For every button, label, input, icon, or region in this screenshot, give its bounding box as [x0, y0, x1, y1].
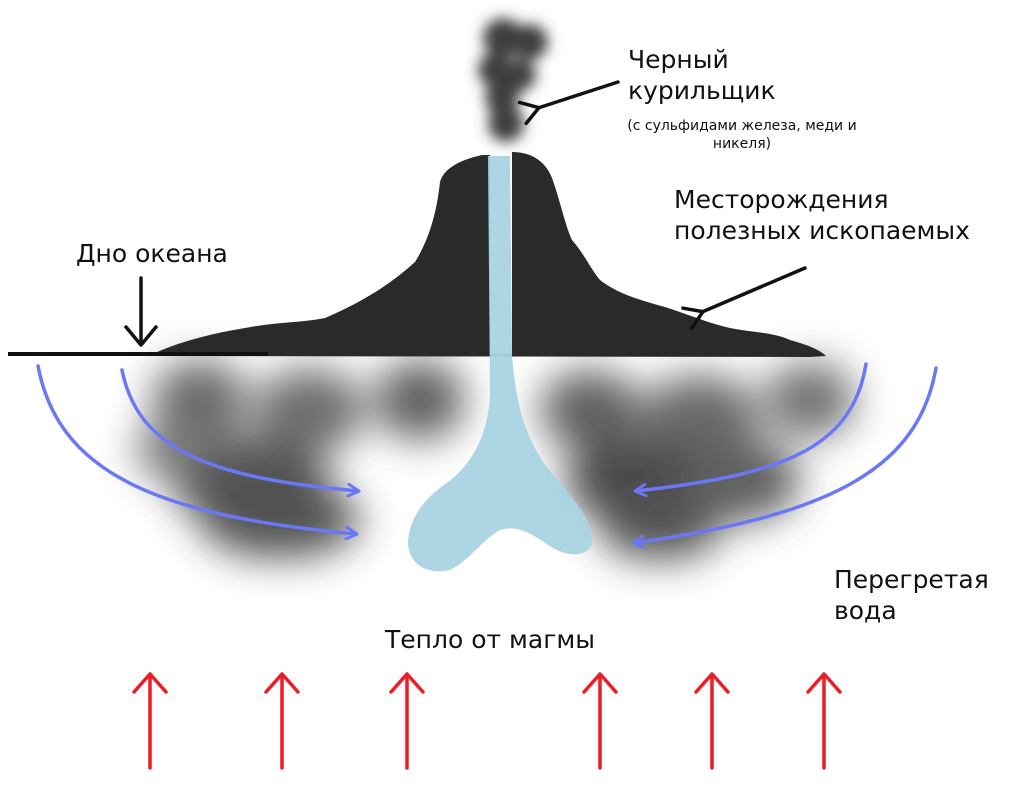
heat-arrow-head — [132, 672, 168, 694]
superheated-water-label-line2: вода — [834, 596, 897, 626]
heat-arrow — [806, 672, 842, 770]
heat-arrow — [264, 672, 300, 770]
heat-arrow — [694, 672, 730, 770]
black-smoker-label-line1: Черный — [628, 45, 729, 74]
vent-water-channel — [408, 156, 593, 572]
deposits-label: Месторождения полезных ископаемых — [674, 184, 970, 247]
flow-arrow-left-outer — [36, 364, 356, 534]
seawater-inflow-arrows — [36, 362, 938, 543]
flow-arrow-right-inner — [636, 362, 868, 491]
heat-arrow — [132, 672, 168, 770]
heat-arrow-head — [694, 672, 730, 694]
ocean-floor-pointer — [124, 276, 158, 347]
black-smoker-note: (с сульфидами железа, меди и никеля) — [592, 118, 892, 153]
black-smoker-note-line2: никеля) — [712, 135, 772, 152]
deposits-label-line2: полезных ископаемых — [674, 216, 970, 246]
heat-arrow-head — [582, 672, 618, 694]
magma-heat-label: Тепло от магмы — [385, 625, 595, 654]
vent-mound — [157, 152, 826, 357]
ocean-floor-label: Дно океана — [76, 239, 228, 268]
flow-arrow-right-outer — [634, 366, 938, 543]
superheated-water-label: Перегретая вода — [834, 564, 989, 627]
black-smoker-pointer — [517, 80, 620, 126]
heat-arrow — [389, 672, 425, 770]
subsurface-rock — [135, 360, 855, 560]
heat-arrow-head — [389, 672, 425, 694]
smoke-plume — [478, 18, 548, 142]
superheated-water-label-line1: Перегретая — [834, 565, 989, 594]
black-smoker-label-line2: курильщик — [628, 76, 776, 106]
deposits-pointer — [681, 266, 807, 331]
magma-heat-arrows — [132, 672, 842, 770]
heat-arrow-head — [264, 672, 300, 694]
black-smoker-label: Черный курильщик — [628, 44, 776, 107]
heat-arrow-head — [806, 672, 842, 694]
flow-arrow-left-inner — [120, 368, 358, 491]
heat-arrow — [582, 672, 618, 770]
black-smoker-note-line1: (с сульфидами железа, меди и — [627, 118, 857, 134]
deposits-label-line1: Месторождения — [674, 185, 889, 214]
